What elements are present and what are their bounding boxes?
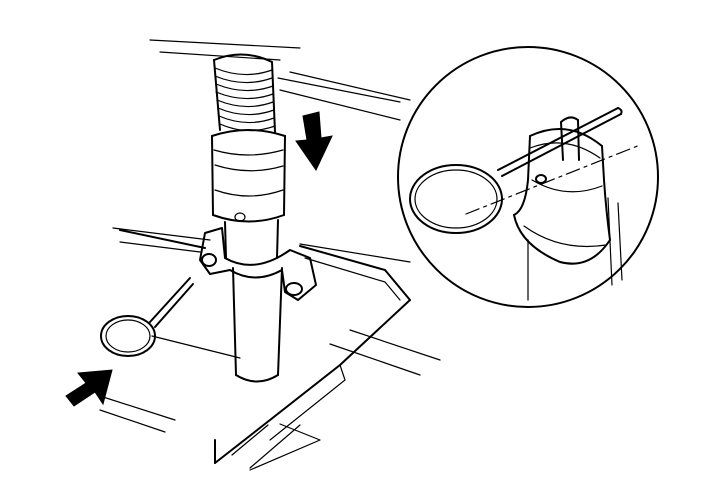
arrow-down-icon	[295, 111, 333, 171]
work-table	[99, 229, 411, 471]
mounting-bracket	[199, 227, 317, 301]
leader-line	[277, 77, 401, 103]
background-lines	[112, 39, 441, 376]
magnifier-circle	[397, 46, 659, 308]
corrugated-hose	[213, 53, 276, 133]
vertical-tube	[224, 219, 283, 383]
arrow-up-right-icon	[65, 369, 113, 407]
coupling-sleeve	[211, 129, 286, 223]
ring-pin	[100, 277, 194, 357]
